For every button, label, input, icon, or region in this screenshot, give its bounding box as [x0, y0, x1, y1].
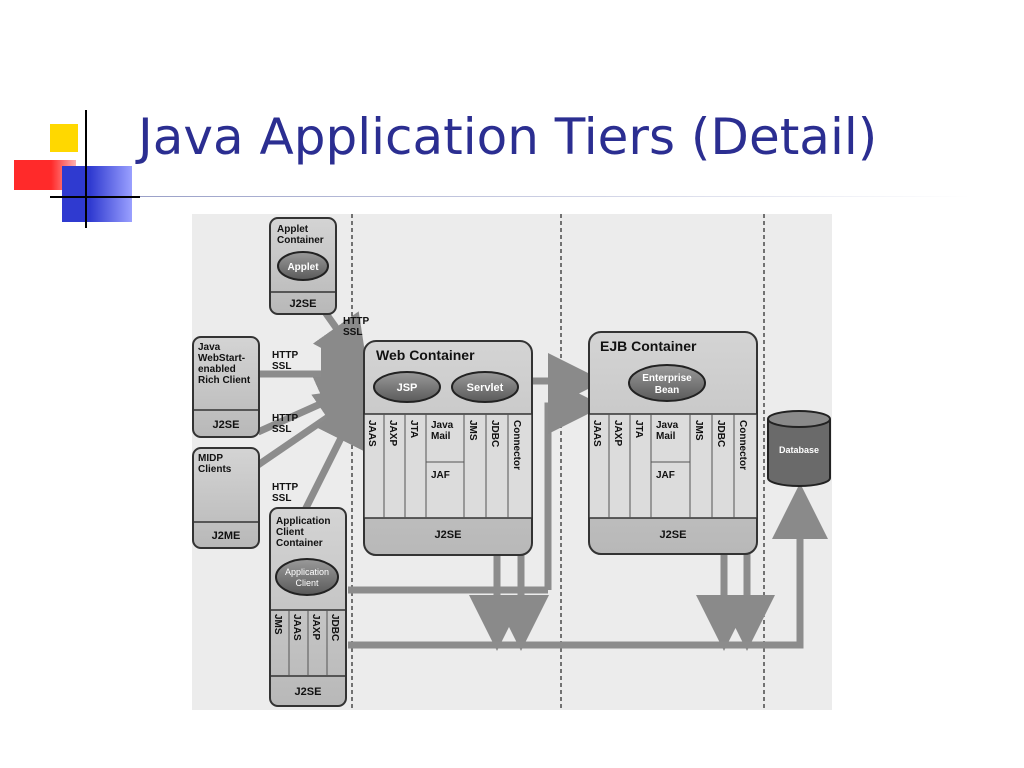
app-client-api-jaxp: JAXP [310, 614, 321, 640]
yellow-square [50, 124, 78, 152]
database-label: Database [779, 445, 819, 455]
protocol-label-1b: SSL [343, 327, 362, 338]
app-client-platform: J2SE [295, 686, 322, 698]
app-client-api-jdbc: JDBC [329, 614, 340, 641]
web-jaf: JAF [431, 470, 450, 481]
web-javamail-2: Mail [431, 431, 451, 442]
ejb-api-connector: Connector [737, 420, 748, 470]
app-client-component-2: Client [295, 578, 319, 588]
app-client-title-2: Client [276, 527, 304, 538]
protocol-label-3b: SSL [272, 424, 291, 435]
web-javamail-1: Java [431, 420, 454, 431]
rich-client-box: Java WebStart- enabled Rich Client J2SE [192, 336, 260, 438]
protocol-label-1a: HTTP [343, 316, 369, 327]
ejb-javamail-2: Mail [656, 431, 676, 442]
rich-client-line1: Java [198, 342, 221, 353]
web-container-title: Web Container [376, 347, 475, 363]
midp-platform: J2ME [212, 530, 241, 542]
protocol-label-2a: HTTP [272, 350, 298, 361]
horizontal-rule-left [50, 196, 140, 198]
ejb-bean-2: Bean [655, 385, 679, 396]
rich-client-line4: Rich Client [198, 375, 251, 386]
app-client-container: Application Client Container Application… [269, 507, 347, 707]
ejb-javamail-1: Java [656, 420, 679, 431]
protocol-label-3a: HTTP [272, 413, 298, 424]
protocol-labels: HTTP SSL HTTP SSL HTTP SSL HTTP SSL [272, 316, 369, 504]
midp-clients-box: MIDP Clients J2ME [192, 447, 260, 549]
rich-client-line2: WebStart- [198, 353, 245, 364]
applet-container-title-1: Applet [277, 224, 309, 235]
protocol-label-2b: SSL [272, 361, 291, 372]
web-api-jms: JMS [467, 420, 478, 441]
tier-separators [351, 214, 765, 708]
web-container: Web Container JSP Servlet JAAS JAXP JTA … [363, 340, 533, 556]
ejb-container-title: EJB Container [600, 338, 697, 354]
app-client-component-1: Application [285, 567, 329, 577]
slide-title: Java Application Tiers (Detail) [138, 108, 878, 166]
ejb-api-jaxp: JAXP [612, 420, 623, 446]
midp-line1: MIDP [198, 453, 223, 464]
protocol-label-4b: SSL [272, 493, 291, 504]
ejb-api-jms: JMS [693, 420, 704, 441]
midp-line2: Clients [198, 464, 232, 475]
applet-container: Applet Container Applet J2SE [269, 217, 337, 315]
app-client-api-jaas: JAAS [291, 614, 302, 641]
web-platform: J2SE [435, 529, 462, 541]
ejb-platform: J2SE [660, 529, 687, 541]
web-api-jaas: JAAS [366, 420, 377, 447]
applet-platform: J2SE [290, 298, 317, 310]
web-api-jaxp: JAXP [387, 420, 398, 446]
rich-client-platform: J2SE [213, 419, 240, 431]
database-icon: Database [767, 410, 831, 487]
ejb-api-jdbc: JDBC [715, 420, 726, 447]
applet-container-title-2: Container [277, 235, 324, 246]
app-client-title-3: Container [276, 538, 323, 549]
ejb-bean-1: Enterprise [642, 373, 692, 384]
rich-client-line3: enabled [198, 364, 236, 375]
ejb-container: EJB Container Enterprise Bean JAAS JAXP … [588, 331, 758, 555]
web-servlet: Servlet [467, 382, 504, 394]
vertical-rule [85, 110, 87, 228]
ejb-api-jta: JTA [633, 420, 644, 438]
title-decoration [0, 100, 150, 230]
app-client-api-jms: JMS [272, 614, 283, 635]
web-jsp: JSP [397, 382, 418, 394]
blue-square [62, 166, 132, 222]
applet-component: Applet [287, 262, 319, 273]
ejb-api-jaas: JAAS [591, 420, 602, 447]
app-client-title-1: Application [276, 516, 330, 527]
web-api-connector: Connector [511, 420, 522, 470]
web-api-jta: JTA [408, 420, 419, 438]
protocol-label-4a: HTTP [272, 482, 298, 493]
ejb-jaf: JAF [656, 470, 675, 481]
web-api-jdbc: JDBC [489, 420, 500, 447]
title-underline [140, 196, 970, 197]
